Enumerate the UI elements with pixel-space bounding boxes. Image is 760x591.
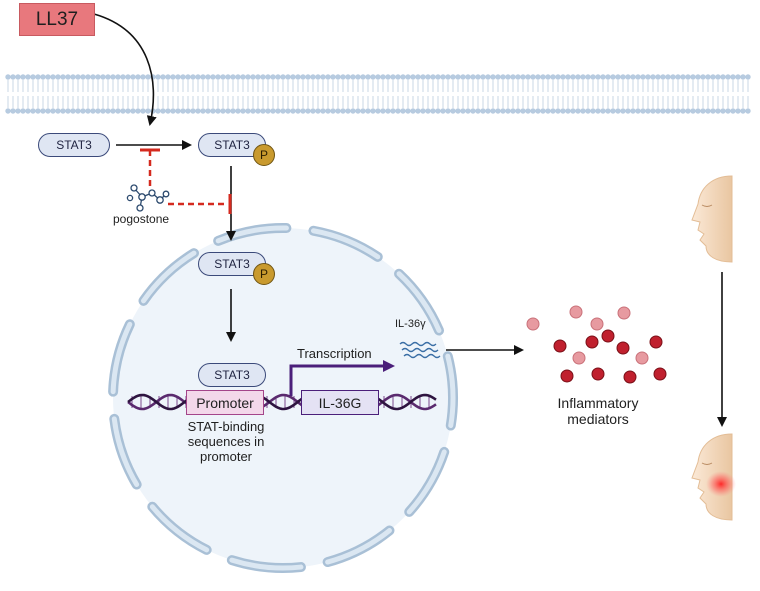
mediator-particle — [569, 305, 583, 319]
phosphate-icon: P — [253, 144, 275, 166]
inhibition-lines — [140, 148, 232, 214]
mediator-particle — [649, 335, 663, 349]
nuclear-envelope — [108, 223, 458, 573]
inflammatory-mediators-label: Inflammatory mediators — [557, 395, 639, 427]
mediator-particle — [591, 367, 605, 381]
stat3-label: STAT3 — [214, 368, 250, 382]
mediator-particle — [623, 370, 637, 384]
stat3-label: STAT3 — [214, 138, 250, 152]
mediator-particle — [553, 339, 567, 353]
ll37-arrow — [93, 13, 157, 126]
mrna-icon — [399, 341, 441, 359]
ll37-box: LL37 — [19, 3, 95, 36]
stat3-label: STAT3 — [56, 138, 92, 152]
transcription-label: Transcription — [297, 346, 372, 361]
inflammatory-mediators-cluster — [526, 305, 667, 384]
mediator-particle — [560, 369, 574, 383]
stat3-promoter-bound: STAT3 — [198, 363, 266, 387]
ll37-label: LL37 — [35, 8, 79, 30]
mediator-particle — [572, 351, 586, 365]
stat3-cytoplasmic: STAT3 — [38, 133, 110, 157]
stat3-phosphorylated: STAT3 — [198, 133, 266, 157]
nucleus — [108, 223, 458, 573]
mediator-particle — [653, 367, 667, 381]
face-inflamed-icon — [691, 433, 736, 521]
promoter-box: Promoter — [186, 390, 264, 415]
phosphate-icon: P — [253, 263, 275, 285]
mediator-particle — [590, 317, 604, 331]
mediator-particle — [526, 317, 540, 331]
il36-gamma-label: IL-36γ — [395, 318, 426, 330]
mediator-particle — [617, 306, 631, 320]
promoter-caption: STAT-binding sequences in promoter — [187, 419, 265, 464]
promoter-label: Promoter — [196, 394, 254, 411]
face-normal-icon — [691, 175, 733, 263]
cell-membrane — [5, 74, 751, 114]
pogostone-molecule-icon — [126, 184, 170, 212]
mediator-particle — [601, 329, 615, 343]
mediator-particle — [585, 335, 599, 349]
stat3-label: STAT3 — [214, 257, 250, 271]
transcription-arrow — [289, 360, 395, 396]
pogostone-label: pogostone — [113, 212, 170, 226]
redness-icon — [706, 471, 736, 497]
il36g-label: IL-36G — [318, 394, 362, 411]
mediator-particle — [635, 351, 649, 365]
mediator-particle — [616, 341, 630, 355]
il36g-gene-box: IL-36G — [301, 390, 379, 415]
